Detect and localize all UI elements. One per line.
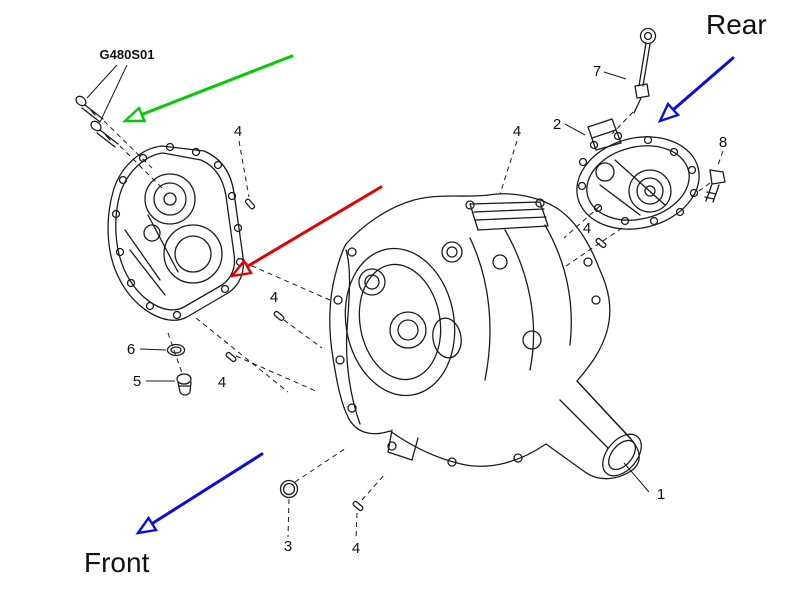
callout-4-a: 4: [234, 123, 242, 140]
callout-4-c: 4: [270, 289, 278, 306]
o-ring-3-drawing: [279, 479, 299, 499]
assembly-axes-layer: [103, 111, 724, 540]
dowel-pin-e: [595, 237, 607, 249]
dowel-pin-d: [352, 500, 364, 512]
line-art-layer: [75, 27, 726, 512]
callout-4-d: 4: [218, 374, 226, 391]
callout-6: 6: [127, 341, 135, 358]
g480s01-bolts-drawing: [75, 95, 119, 148]
labels-layer: G480S01 Rear Front 1 2 3 4 4 4 4 4 4 5 6…: [84, 9, 767, 578]
front-cover-pointer-arrow: [121, 54, 294, 123]
leader-lines-layer: [86, 64, 650, 493]
callout-3: 3: [284, 538, 292, 555]
rear-cover-drawing: [576, 118, 700, 230]
main-case-pointer-arrow: [229, 185, 383, 278]
callout-5: 5: [133, 373, 141, 390]
front-cover-drawing: [107, 142, 245, 321]
drain-plug-5-drawing: [176, 373, 192, 396]
callout-1: 1: [657, 486, 665, 503]
rear-direction-arrow: [657, 56, 735, 124]
callout-4-e: 4: [583, 220, 591, 237]
callout-4-b: 4: [513, 123, 521, 140]
part-code-label: G480S01: [100, 47, 155, 62]
main-case-drawing: [329, 193, 642, 480]
callout-7: 7: [593, 63, 601, 80]
dipstick-drawing: [633, 27, 657, 114]
dowel-pin-c: [225, 351, 237, 363]
front-label: Front: [84, 547, 150, 578]
front-direction-arrow: [135, 452, 264, 535]
dowel-pin-b: [273, 310, 285, 322]
callout-2: 2: [553, 116, 561, 133]
callout-4-f: 4: [352, 540, 360, 557]
rear-label: Rear: [706, 9, 767, 40]
washer-6-drawing: [166, 343, 186, 357]
dowel-pin-a: [244, 198, 256, 210]
bolt-8-drawing: [704, 169, 726, 203]
callout-8: 8: [719, 134, 727, 151]
